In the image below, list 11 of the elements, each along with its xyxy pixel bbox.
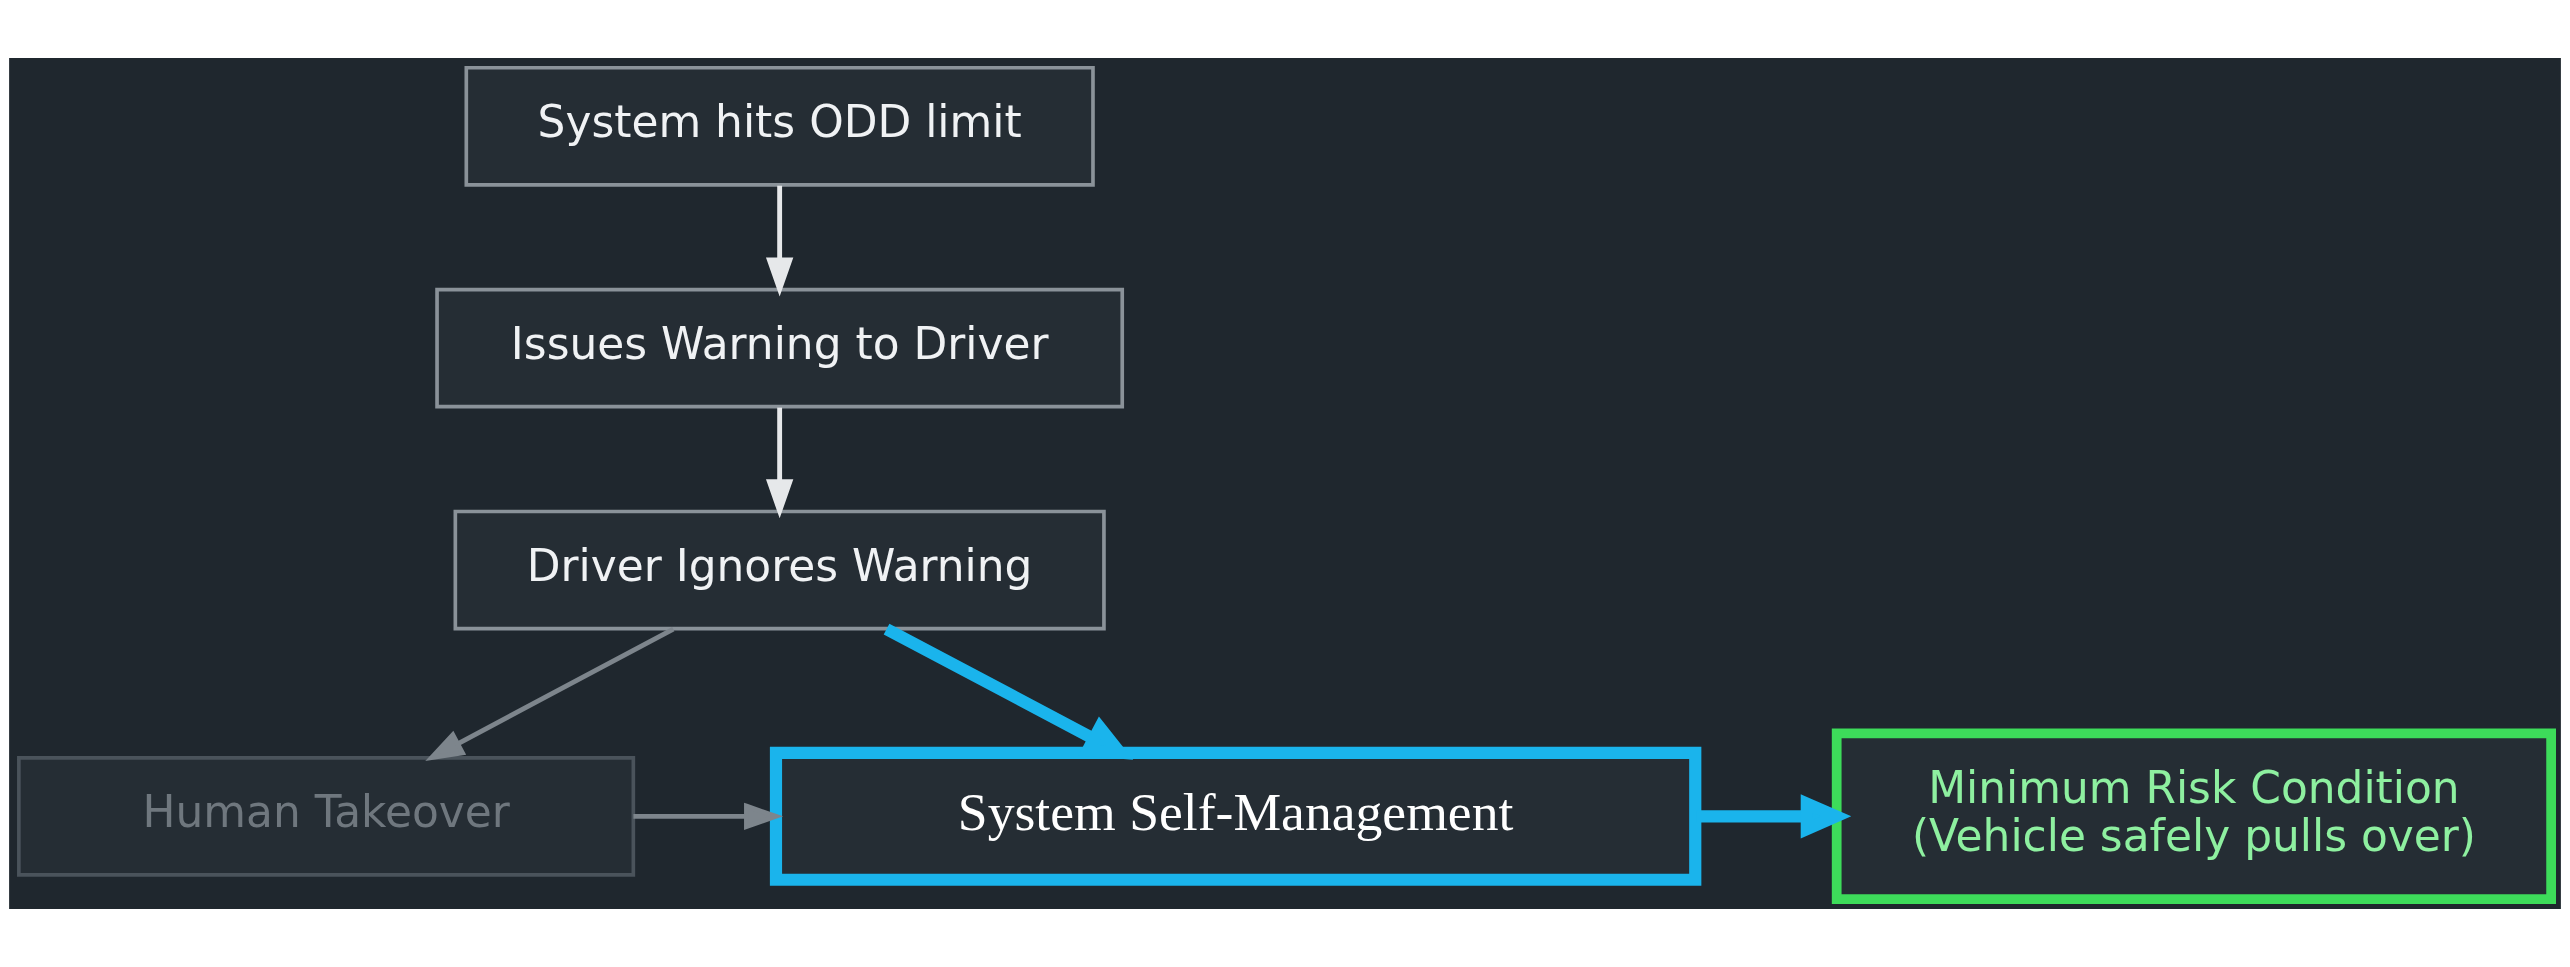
arrow (633, 802, 784, 830)
node-box: System Self-Management (769, 746, 1702, 886)
node-box: Issues Warning to Driver (435, 287, 1125, 409)
node-box: System hits ODD limit (464, 65, 1095, 187)
arrow (883, 623, 1134, 760)
arrow (765, 185, 794, 297)
node-box: Human Takeover (17, 756, 636, 877)
arrow (425, 626, 675, 762)
node-box: Minimum Risk Condition (Vehicle safely pulls over) (1831, 728, 2556, 905)
arrow (765, 407, 794, 519)
node-box: Driver Ignores Warning (453, 509, 1106, 631)
